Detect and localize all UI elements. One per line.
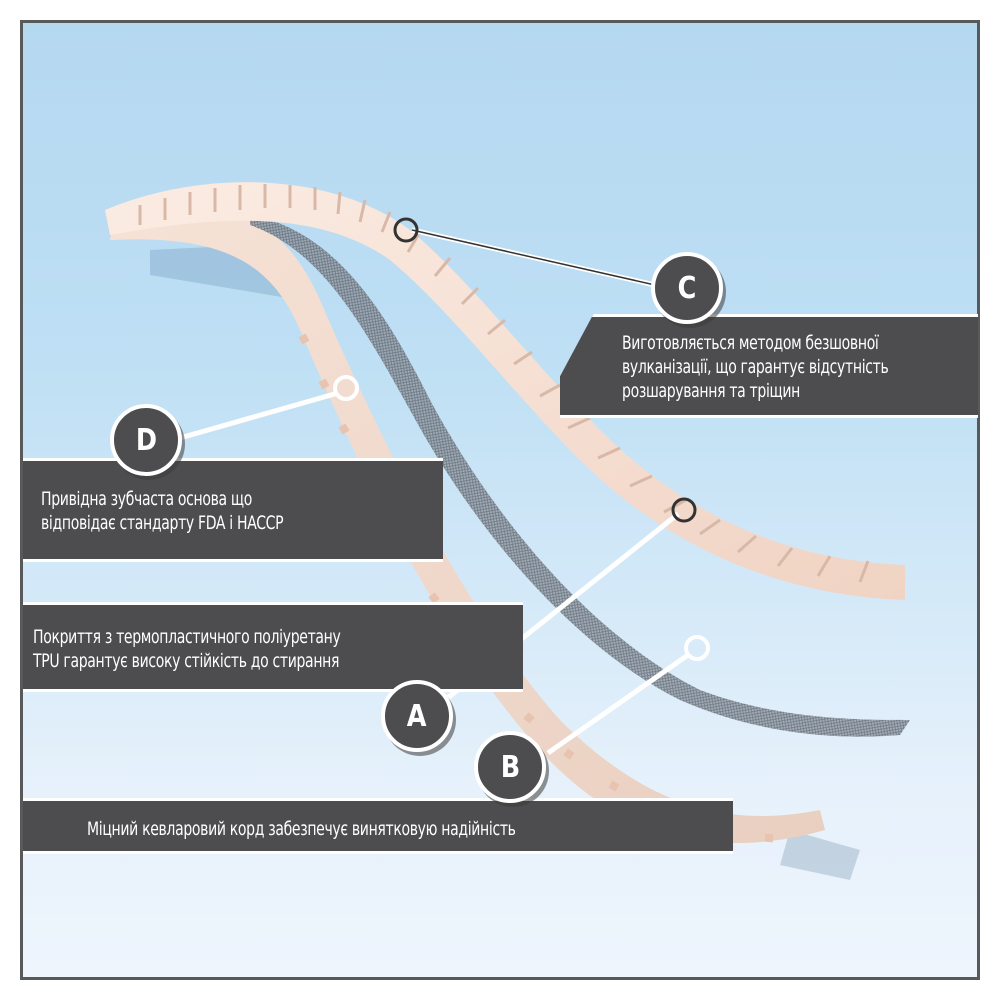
badge-a: A [381, 680, 453, 752]
callout-c-line-2: вулканізації, що гарантує відсутність [622, 356, 889, 378]
leader-line-b [546, 635, 710, 756]
callout-a-line-2: TPU гарантує високу стійкість до стиранн… [33, 650, 340, 672]
belt-shadow [780, 830, 860, 880]
callout-text-a: Покриття з термопластичного поліуретану … [33, 625, 341, 673]
callout-a-line-1: Покриття з термопластичного поліуретану [33, 626, 341, 648]
badge-c-letter: C [677, 270, 697, 306]
badge-d: D [110, 404, 182, 476]
callout-band-a: Покриття з термопластичного поліуретану … [23, 602, 523, 692]
callout-band-d: Привідна зубчаста основа що відповідає с… [23, 458, 443, 562]
badge-a-letter: A [407, 698, 427, 734]
badge-c: C [651, 252, 723, 324]
leader-line-c [393, 217, 656, 288]
tpu-coating-layer [105, 182, 905, 600]
callout-c-line-1: Виготовляється методом безшовної [622, 332, 879, 354]
callout-band-c: Виготовляється методом безшовної вулкані… [560, 314, 978, 418]
callout-band-b: Міцний кевларовий корд забезпечує винятк… [23, 798, 733, 854]
tpu-top-grooves [138, 184, 870, 583]
leader-line-d [179, 375, 359, 441]
callout-d-line-1: Привідна зубчаста основа що [41, 488, 253, 510]
callout-b-line-1: Міцний кевларовий корд забезпечує винятк… [87, 818, 516, 840]
callout-text-d: Привідна зубчаста основа що відповідає с… [41, 487, 284, 535]
callout-text-b: Міцний кевларовий корд забезпечує винятк… [87, 817, 516, 841]
badge-b: B [474, 731, 546, 803]
callout-d-line-2: відповідає стандарту FDA і HACCP [41, 512, 284, 534]
kevlar-cord-layer [250, 215, 910, 737]
badge-b-letter: B [500, 749, 520, 785]
callout-text-c: Виготовляється методом безшовної вулкані… [622, 331, 889, 403]
badge-d-letter: D [135, 422, 157, 458]
callout-c-line-3: розшарування та тріщин [622, 380, 801, 402]
